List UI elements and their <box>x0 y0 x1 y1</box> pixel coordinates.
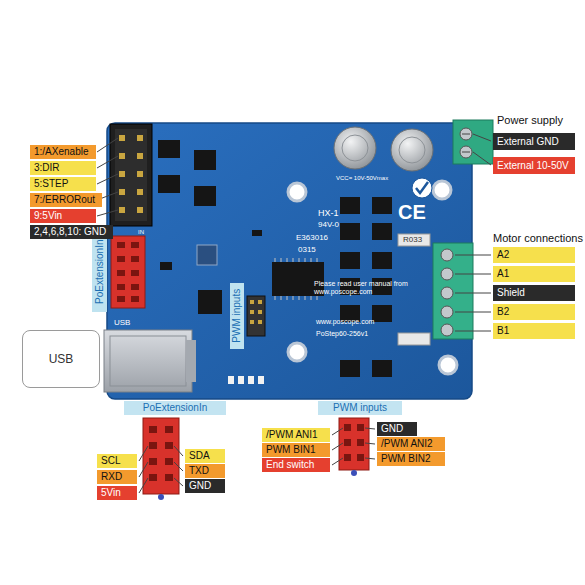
connector-heading: PWM inputs <box>318 401 402 415</box>
callout-text: 1:/AXenable <box>34 147 89 157</box>
callout-text: External GND <box>497 137 559 147</box>
callout-text: SCL <box>101 456 120 466</box>
silkscreen-text: IN <box>138 229 144 236</box>
usb-box: USB <box>22 330 100 388</box>
callout-text: PWM BIN2 <box>381 454 430 464</box>
callout-text: End switch <box>266 460 314 470</box>
motor-callout: B2 <box>493 304 575 320</box>
pin-callout: 3:DIR <box>30 161 96 175</box>
pin-callout: RXD <box>97 470 137 484</box>
pin-callout: /PWM ANI1 <box>262 428 330 442</box>
callout-text: RXD <box>101 472 122 482</box>
callout-text: 9:5Vin <box>34 211 62 221</box>
pin-callout: PWM BIN1 <box>262 443 330 457</box>
silkscreen-note: Please read user manual from www.poscope… <box>314 280 426 296</box>
pin-callout: 5Vin <box>97 486 137 500</box>
callout-text: PWM BIN1 <box>266 445 315 455</box>
callout-text: 5:STEP <box>34 179 68 189</box>
callout-text: TXD <box>189 466 209 476</box>
callout-text: /PWM ANI1 <box>266 430 318 440</box>
callout-text: B2 <box>497 307 509 317</box>
callout-text: USB <box>49 353 74 365</box>
silkscreen-text: www.poscope.com <box>316 318 374 326</box>
silkscreen-text: 94V-0 <box>318 220 339 229</box>
silkscreen-text: 0315 <box>298 245 316 254</box>
callout-text: PWM inputs <box>333 403 387 413</box>
callout-text: 3:DIR <box>34 163 60 173</box>
callout-text: 7:/ERRORout <box>34 195 95 205</box>
callout-text: Shield <box>497 288 525 298</box>
pin-callout: 5:STEP <box>30 177 96 191</box>
connector-name: PoExtensionIn <box>94 240 106 305</box>
pin-callout: TXD <box>185 464 225 478</box>
ce-mark: CE <box>398 201 426 224</box>
silkscreen-text: VCC= 10V-50Vmax <box>336 175 388 182</box>
callout-text: PoExtensionIn <box>143 403 208 413</box>
silkscreen-text: PoStep60-256v1 <box>316 330 368 338</box>
pin-callout: 9:5Vin <box>30 209 96 223</box>
callout-text: External 10-50V <box>497 161 569 171</box>
callout-text: A2 <box>497 250 509 260</box>
power-callout: External 10-50V <box>493 157 575 174</box>
pin-callout: /PWM ANI2 <box>377 437 445 451</box>
section-heading: Motor connections <box>493 232 583 245</box>
connector-name: PWM inputs <box>231 289 243 343</box>
power-callout: External GND <box>493 133 575 150</box>
motor-callout: B1 <box>493 323 575 339</box>
motor-callout: A2 <box>493 247 575 263</box>
callout-text: GND <box>189 481 211 491</box>
resistor-marking: R033 <box>403 235 422 244</box>
pin-callout: SCL <box>97 454 137 468</box>
motor-callout: A1 <box>493 266 575 282</box>
callout-text: B1 <box>497 326 509 336</box>
pin-callout: SDA <box>185 449 225 463</box>
pin-callout: End switch <box>262 458 330 472</box>
silkscreen-text: E363016 <box>296 233 328 242</box>
callout-text: GND <box>381 424 403 434</box>
callout-text: 2,4,6,8,10: GND <box>34 227 106 237</box>
pin-callout: GND <box>377 422 417 436</box>
pin-callout: 7:/ERRORout <box>30 193 102 207</box>
section-heading: Power supply <box>497 114 563 127</box>
silkscreen-text: HX-1 <box>318 208 339 218</box>
callout-text: 5Vin <box>101 488 121 498</box>
pin-callout: PWM BIN2 <box>377 452 445 466</box>
callout-text: SDA <box>189 451 210 461</box>
silkscreen-text: USB <box>114 318 130 327</box>
connector-heading: PoExtensionIn <box>124 401 226 415</box>
callout-text: /PWM ANI2 <box>381 439 433 449</box>
pin-callout: 1:/AXenable <box>30 145 96 159</box>
callout-text: A1 <box>497 269 509 279</box>
pin-callout: 2,4,6,8,10: GND <box>30 225 113 239</box>
motor-callout: Shield <box>493 285 575 301</box>
pin-callout: GND <box>185 479 225 493</box>
